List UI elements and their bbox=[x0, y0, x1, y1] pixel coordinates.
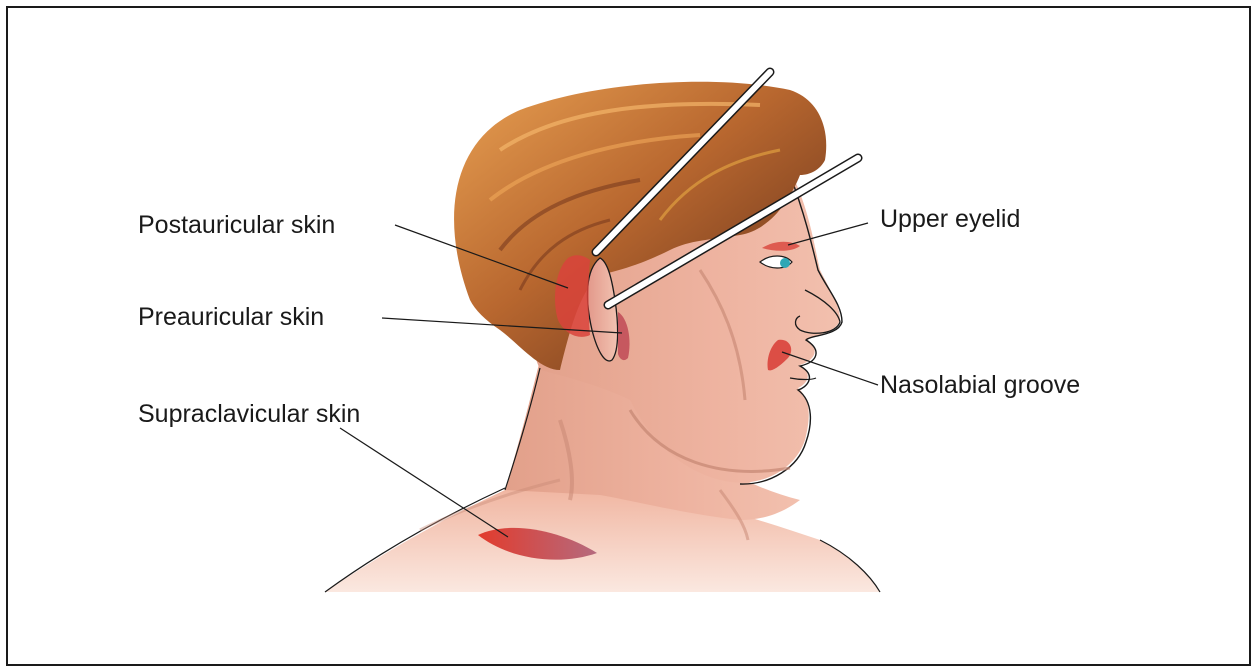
label-postauricular-skin: Postauricular skin bbox=[138, 213, 335, 238]
label-nasolabial-groove: Nasolabial groove bbox=[880, 373, 1080, 398]
label-supraclavicular-skin: Supraclavicular skin bbox=[138, 402, 360, 427]
label-upper-eyelid: Upper eyelid bbox=[880, 207, 1020, 232]
leader-supraclavicular bbox=[340, 428, 508, 537]
label-preauricular-skin: Preauricular skin bbox=[138, 305, 324, 330]
